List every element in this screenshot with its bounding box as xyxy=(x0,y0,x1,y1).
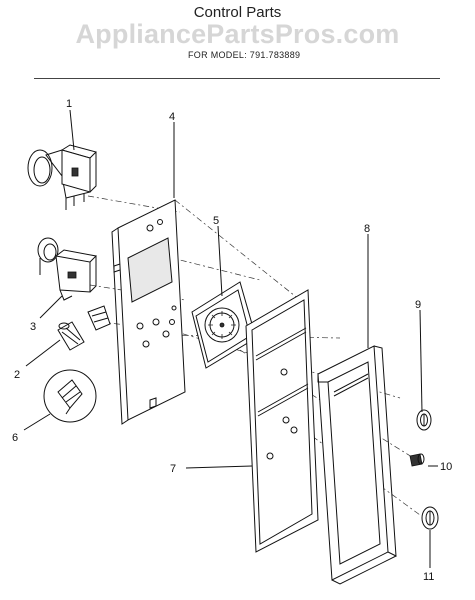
part-2-shaft xyxy=(57,321,85,351)
header-rule xyxy=(34,78,440,79)
callout-5: 5 xyxy=(213,215,219,227)
part-4-mounting-panel xyxy=(111,199,186,425)
callout-7: 7 xyxy=(170,463,176,475)
callout-2: 2 xyxy=(14,369,20,381)
part-3-switch xyxy=(37,237,111,331)
callout-labels: 1 2 3 4 5 6 7 8 9 10 11 xyxy=(12,98,452,583)
model-line: FOR MODEL: 791.783889 xyxy=(188,50,301,60)
part-8-frame xyxy=(317,345,397,585)
callout-4: 4 xyxy=(169,111,175,123)
watermark: AppliancePartsPros.com xyxy=(75,19,400,49)
leader-lines xyxy=(23,109,438,568)
page-title: Control Parts xyxy=(193,4,282,21)
callout-9: 9 xyxy=(415,299,421,311)
part-5-timer xyxy=(191,281,257,369)
part-9-knob xyxy=(416,409,432,431)
callout-3: 3 xyxy=(30,321,36,333)
callout-1: 1 xyxy=(66,98,72,110)
callout-10: 10 xyxy=(440,461,452,473)
part-11-knob xyxy=(421,506,439,530)
callout-8: 8 xyxy=(364,223,370,235)
part-7-overlay-panel xyxy=(245,289,319,553)
part-10-bushing xyxy=(409,453,425,467)
part-1-thermostat xyxy=(27,144,97,210)
callout-11: 11 xyxy=(423,571,434,583)
header: Control Parts AppliancePartsPros.com FOR… xyxy=(0,0,475,80)
callout-6: 6 xyxy=(12,432,18,444)
part-6-knob-detail xyxy=(43,369,97,423)
